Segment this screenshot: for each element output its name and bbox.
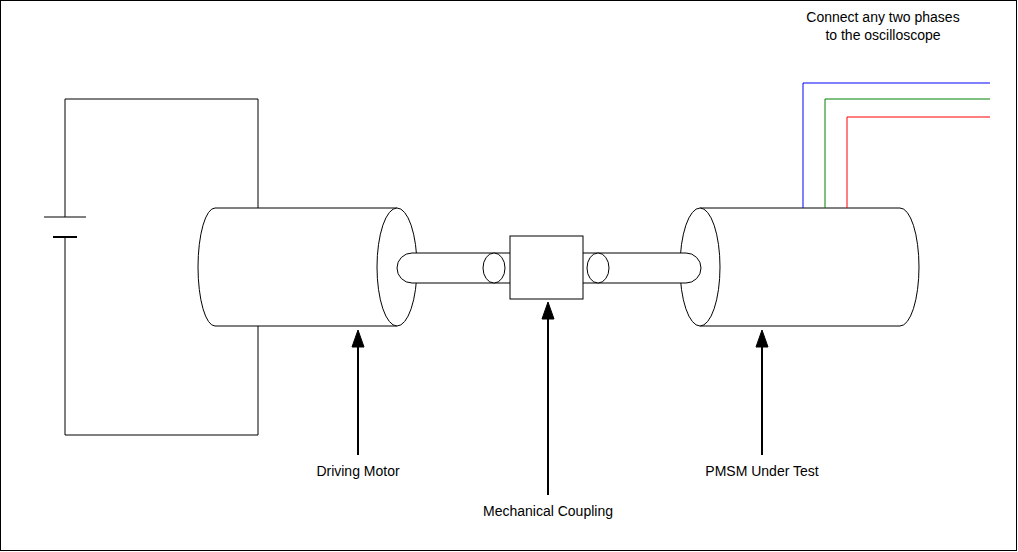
battery-circuit xyxy=(44,99,258,435)
motor-body xyxy=(700,208,900,209)
arrowhead xyxy=(542,302,554,319)
motor-body xyxy=(198,208,215,326)
shaft-end xyxy=(483,253,505,283)
pointer-line xyxy=(357,345,359,455)
motor-body xyxy=(900,208,919,326)
shafts xyxy=(397,236,701,299)
phase-wire xyxy=(803,83,990,208)
phase-wires xyxy=(803,83,990,208)
arrowhead xyxy=(756,330,768,347)
wiring-note: Connect any two phases to the oscillosco… xyxy=(802,8,964,44)
pmsm-motor xyxy=(680,208,919,326)
wire xyxy=(65,237,258,435)
shaft xyxy=(583,253,701,283)
pointer-line xyxy=(761,345,763,455)
shaft xyxy=(397,253,510,283)
callout-label: Driving Motor xyxy=(248,462,468,480)
phase-wire xyxy=(825,99,990,208)
shaft-end xyxy=(587,253,609,283)
callout-label: PMSM Under Test xyxy=(652,462,872,480)
arrowhead xyxy=(352,330,364,347)
motor-body xyxy=(700,326,900,327)
wire xyxy=(65,99,258,217)
callout-label: Mechanical Coupling xyxy=(438,502,658,520)
motor-body xyxy=(215,326,397,327)
coupling-box xyxy=(510,236,583,299)
pointer-line xyxy=(547,317,549,495)
phase-wire xyxy=(847,117,990,208)
driving-motor xyxy=(198,208,417,326)
motor-body xyxy=(215,208,397,209)
